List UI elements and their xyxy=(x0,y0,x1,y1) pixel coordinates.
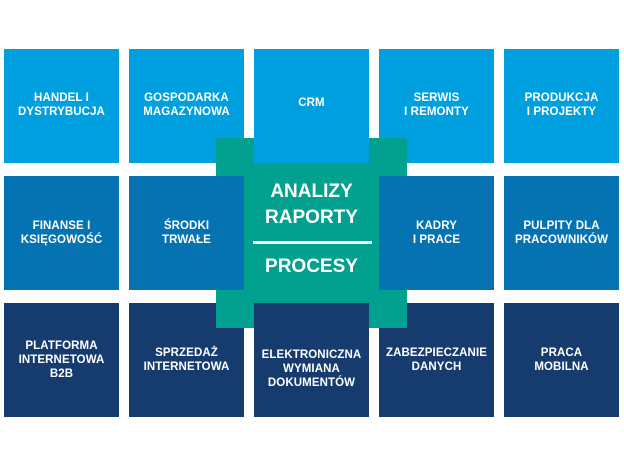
center-label-raporty: RAPORTY xyxy=(265,207,358,228)
tile-label: PRACA MOBILNA xyxy=(534,347,589,373)
tile-label: ŚRODKI TRWAŁE xyxy=(162,220,211,246)
tile-platforma-b2b[interactable]: PLATFORMA INTERNETOWA B2B xyxy=(4,303,119,417)
tile-label: HANDEL I DYSTRYBUCJA xyxy=(18,92,105,118)
tile-finanse-ksiegowosc[interactable]: FINANSE I KSIĘGOWOŚĆ xyxy=(4,176,119,290)
tile-label: ZABEZPIECZANIE DANYCH xyxy=(385,347,488,373)
center-label-procesy: PROCESY xyxy=(265,256,358,277)
tile-label: ELEKTRONICZNA WYMIANA DOKUMENTÓW xyxy=(261,349,362,389)
tile-label: PULPITY DLA PRACOWNIKÓW xyxy=(514,220,609,246)
tile-pulpity-pracownikow[interactable]: PULPITY DLA PRACOWNIKÓW xyxy=(504,176,619,290)
tile-label: PLATFORMA INTERNETOWA B2B xyxy=(18,340,105,380)
tile-label: KADRY I PRACE xyxy=(412,220,461,246)
center-divider xyxy=(253,241,372,244)
tile-label: SPRZEDAŻ INTERNETOWA xyxy=(143,347,230,373)
center-hub xyxy=(216,138,407,328)
tile-label: GOSPODARKA MAGAZYNOWA xyxy=(143,92,230,118)
center-label-analizy: ANALIZY xyxy=(270,181,353,202)
tile-label: CRM xyxy=(298,97,325,109)
tile-handel-dystrybucja[interactable]: HANDEL I DYSTRYBUCJA xyxy=(4,49,119,163)
tile-label: FINANSE I KSIĘGOWOŚĆ xyxy=(20,220,103,246)
tile-label: PRODUKCJA I PROJEKTY xyxy=(524,92,599,118)
tile-elektroniczna-wymiana-dokumentow[interactable]: ELEKTRONICZNA WYMIANA DOKUMENTÓW xyxy=(254,303,369,417)
tile-praca-mobilna[interactable]: PRACA MOBILNA xyxy=(504,303,619,417)
tile-serwis-remonty[interactable]: SERWIS I REMONTY xyxy=(379,49,494,163)
tile-kadry-prace[interactable]: KADRY I PRACE xyxy=(379,176,494,290)
center-hub-text[interactable]: ANALIZY RAPORTY PROCESY xyxy=(244,176,379,290)
tile-produkcja-projekty[interactable]: PRODUKCJA I PROJEKTY xyxy=(504,49,619,163)
tile-srodki-trwale[interactable]: ŚRODKI TRWAŁE xyxy=(129,176,244,290)
tile-crm[interactable]: CRM xyxy=(254,49,369,163)
tile-label: SERWIS I REMONTY xyxy=(404,92,469,118)
